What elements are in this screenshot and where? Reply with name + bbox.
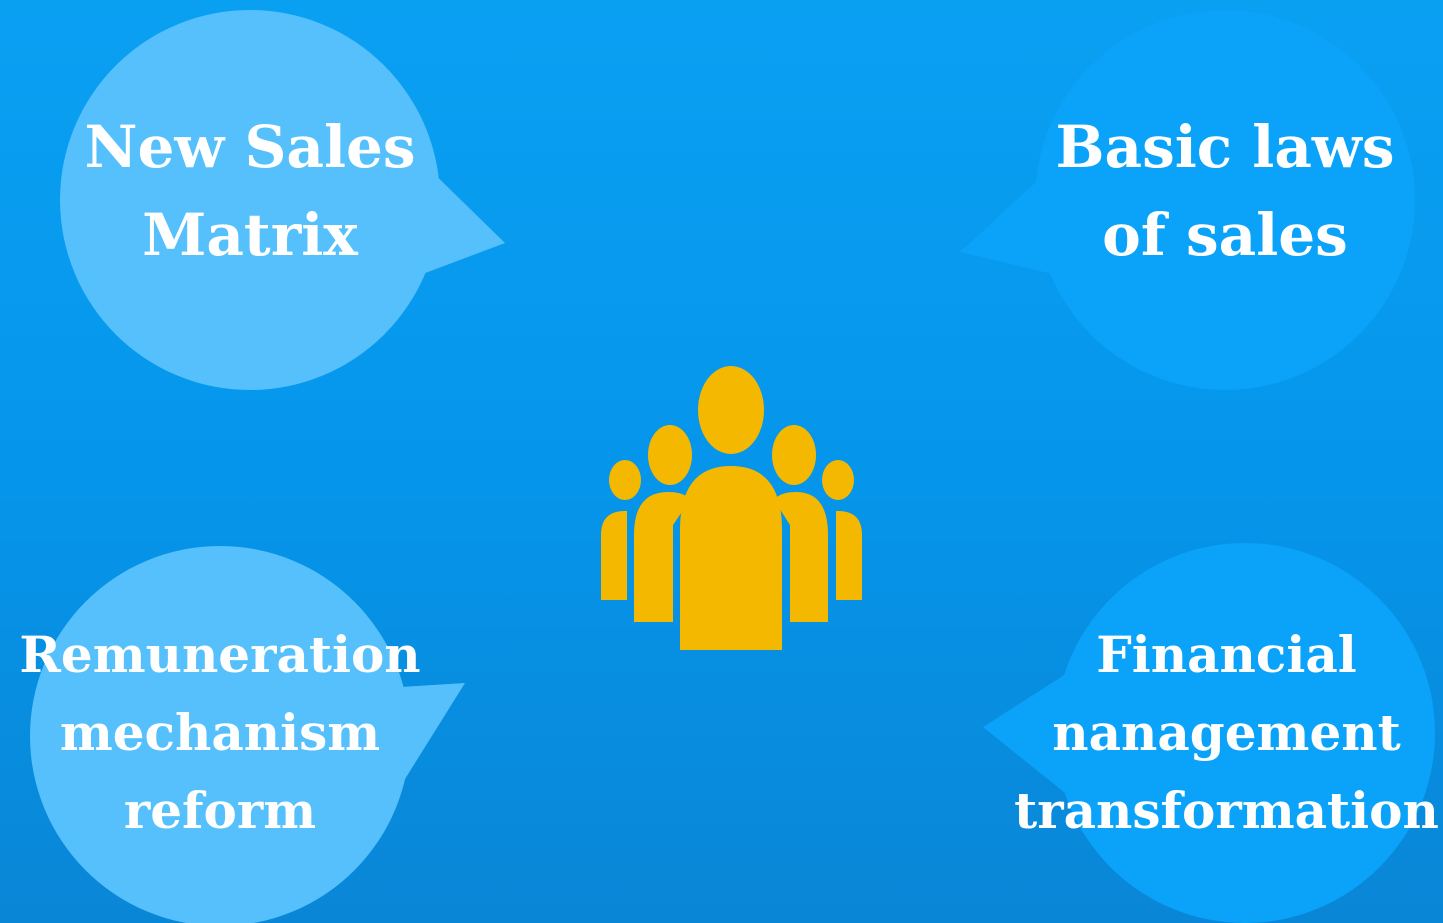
bubble-label-basic-laws-of-sales: Basic laws of sales xyxy=(1010,118,1440,264)
speech-bubble-bottom-right xyxy=(983,543,1435,923)
bubble-label-new-sales-matrix: New Sales Matrix xyxy=(40,118,460,264)
bubble-label-line: Financial xyxy=(1096,625,1357,684)
speech-bubble-bottom-left xyxy=(30,546,465,923)
bubble-label-line: of sales xyxy=(1102,201,1348,269)
bubble-label-remuneration-mechanism-reform: Remuneration mechanism reform xyxy=(10,630,430,836)
bubble-label-line: reform xyxy=(123,781,317,840)
speech-bubble-top-left xyxy=(60,10,505,390)
speech-bubble-top-right xyxy=(960,10,1415,390)
bubble-label-line: nanagement xyxy=(1052,703,1401,762)
bubble-label-line: mechanism xyxy=(59,703,381,762)
bubble-label-line: New Sales xyxy=(84,113,416,181)
bubble-label-line: transformation xyxy=(1014,781,1439,840)
bubble-label-line: Basic laws xyxy=(1055,113,1395,181)
bubble-label-financial-management-transformation: Financial nanagement transformation xyxy=(1010,630,1443,836)
bubble-label-line: Remuneration xyxy=(19,625,421,684)
bubble-label-line: Matrix xyxy=(142,201,358,269)
people-group-icon xyxy=(601,366,862,650)
